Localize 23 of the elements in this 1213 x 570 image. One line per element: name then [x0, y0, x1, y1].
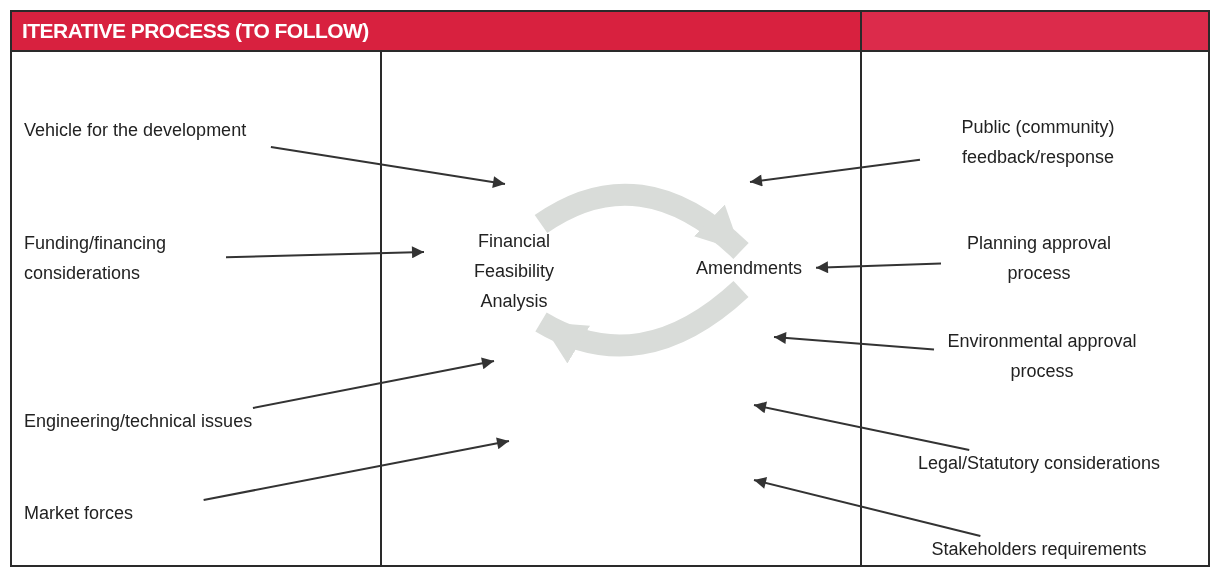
- arrow: [225, 246, 425, 259]
- factor-label: Funding/financing considerations: [24, 228, 224, 288]
- factor-label: Market forces: [24, 498, 224, 528]
- diagram-title: ITERATIVE PROCESS (TO FOLLOW): [22, 18, 369, 45]
- process-label: Amendments: [684, 253, 814, 283]
- cycle-arrow: [535, 183, 749, 260]
- cycle-arrow: [535, 280, 749, 363]
- arrow: [202, 437, 510, 501]
- arrow: [815, 261, 942, 274]
- factor-label: Vehicle for the development: [24, 115, 324, 145]
- arrow: [269, 146, 506, 189]
- factor-label: Environmental approval process: [932, 326, 1152, 386]
- arrow: [251, 357, 495, 409]
- process-label: Financial Feasibility Analysis: [454, 226, 574, 316]
- factor-label: Stakeholders requirements: [889, 534, 1189, 564]
- arrow: [773, 331, 935, 351]
- factor-label: Planning approval process: [939, 228, 1139, 288]
- arrow: [753, 401, 971, 451]
- factor-label: Legal/Statutory considerations: [879, 448, 1199, 478]
- arrow: [753, 477, 982, 537]
- factor-label: Public (community) feedback/response: [918, 112, 1158, 172]
- arrow: [749, 158, 921, 187]
- factor-label: Engineering/technical issues: [24, 406, 324, 436]
